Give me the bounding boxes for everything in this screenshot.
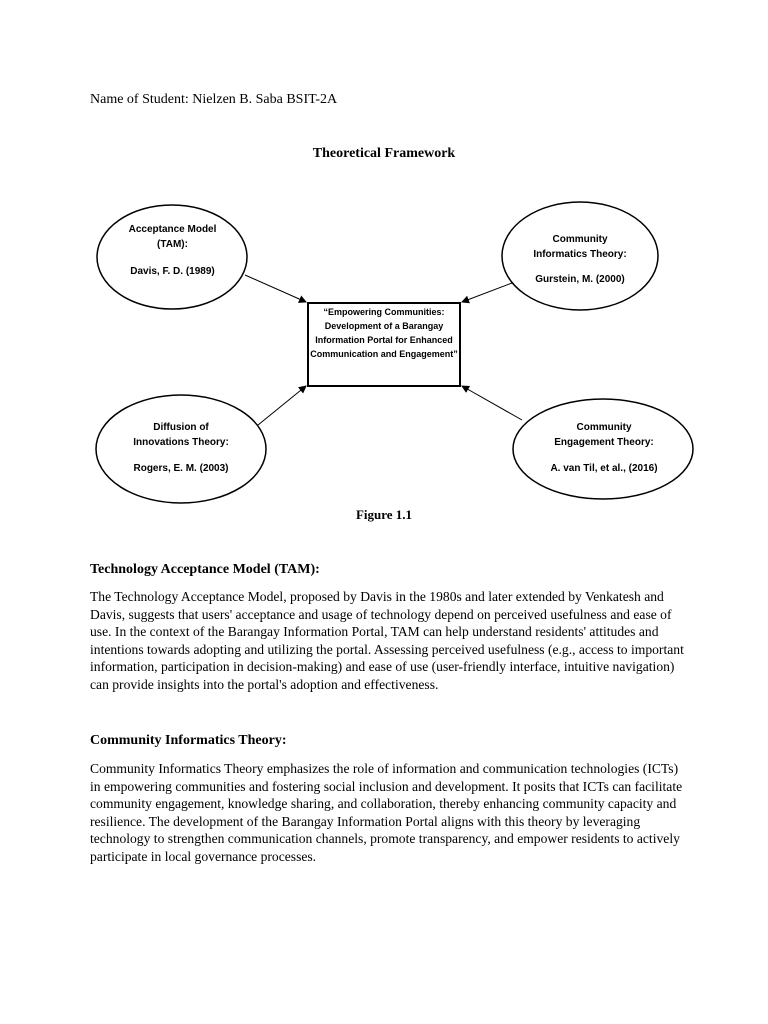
tam-name-line1: Acceptance Model	[128, 224, 217, 235]
arrow-informatics-to-center	[461, 282, 513, 304]
figure-caption: Figure 1.1	[355, 507, 413, 522]
section-body-tam: The Technology Acceptance Model, propose…	[90, 589, 684, 692]
diffusion-node-label: Diffusion of Innovations Theory: Rogers,…	[106, 420, 256, 476]
section-body-community-informatics: Community Informatics Theory emphasizes …	[90, 761, 683, 864]
arrow-diffusion-to-center	[257, 385, 307, 426]
diffusion-name-line2: Innovations Theory:	[133, 437, 229, 448]
community-informatics-node-label: Community Informatics Theory: Gurstein, …	[510, 232, 650, 287]
central-topic-box	[307, 302, 461, 387]
community-engagement-name-line2: Engagement Theory:	[554, 437, 654, 448]
section-heading-community-informatics: Community Informatics Theory:	[90, 733, 287, 748]
framework-title: Theoretical Framework	[312, 146, 456, 161]
tam-node-label: Acceptance Model (TAM): Davis, F. D. (19…	[100, 222, 245, 279]
diffusion-node	[95, 394, 267, 504]
community-engagement-name-line1: Community	[576, 422, 632, 433]
community-informatics-node	[501, 201, 659, 311]
diffusion-author: Rogers, E. M. (2003)	[133, 463, 229, 474]
tam-node	[96, 204, 248, 310]
community-engagement-author: A. van Til, et al., (2016)	[550, 463, 658, 474]
community-informatics-name-line2: Informatics Theory:	[533, 249, 627, 260]
community-engagement-node-label: Community Engagement Theory: A. van Til,…	[524, 420, 684, 476]
arrow-tam-to-center	[244, 274, 307, 303]
arrow-engagement-to-center	[461, 385, 523, 421]
section-heading-tam: Technology Acceptance Model (TAM):	[90, 562, 320, 577]
tam-author: Davis, F. D. (1989)	[130, 266, 215, 277]
community-engagement-node	[512, 398, 694, 500]
theoretical-framework-diagram	[95, 201, 694, 504]
diffusion-name-line1: Diffusion of	[153, 422, 209, 433]
tam-name-line2: (TAM):	[157, 239, 188, 250]
student-name-line: Name of Student: Nielzen B. Saba BSIT-2A	[90, 92, 338, 107]
central-topic-text: “Empowering Communities: Development of …	[310, 307, 458, 359]
community-informatics-name-line1: Community	[552, 234, 608, 245]
community-informatics-author: Gurstein, M. (2000)	[535, 274, 625, 285]
